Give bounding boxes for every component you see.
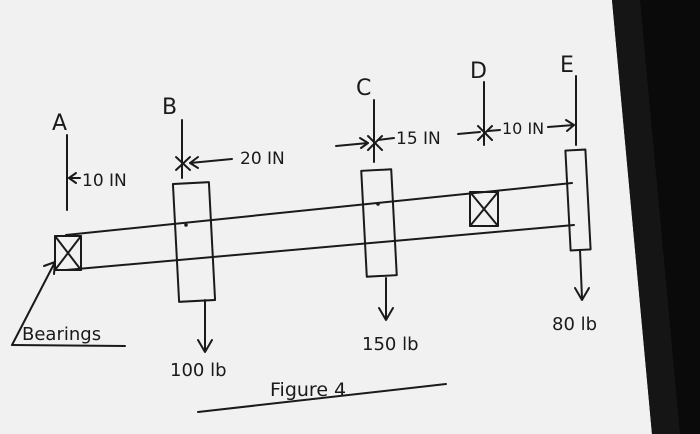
shaft-bottom-edge bbox=[65, 224, 575, 271]
pulley-b bbox=[171, 181, 217, 303]
bearing-a bbox=[54, 235, 82, 271]
dim-label-bc: 20 IN bbox=[240, 149, 285, 169]
label-b: B bbox=[162, 95, 177, 120]
load-label-b: 100 lb bbox=[170, 360, 227, 381]
dim-arrow-cd bbox=[377, 137, 395, 141]
bearings-label: Bearings bbox=[22, 324, 101, 345]
dim-label-cd: 15 IN bbox=[396, 129, 441, 149]
label-d: D bbox=[470, 59, 487, 84]
caption-underline bbox=[197, 383, 447, 413]
paper-edge-shadow bbox=[612, 0, 680, 434]
bearings-leader bbox=[11, 261, 56, 346]
label-a: A bbox=[52, 111, 67, 136]
gear-c bbox=[360, 168, 398, 278]
label-e: E bbox=[560, 53, 574, 78]
load-arrow-e bbox=[579, 249, 583, 299]
dim-label-ab: 10 IN bbox=[82, 171, 127, 191]
paper-sheet bbox=[0, 0, 652, 434]
dim-arrow-bc bbox=[189, 158, 233, 164]
figure-caption: Figure 4 bbox=[270, 379, 346, 401]
load-label-e: 80 lb bbox=[552, 314, 597, 335]
load-label-c: 150 lb bbox=[362, 334, 419, 355]
label-c: C bbox=[356, 76, 371, 101]
dim-label-de: 10 IN bbox=[502, 119, 544, 138]
bearing-d bbox=[469, 191, 499, 227]
dim-arrow-de bbox=[487, 129, 501, 132]
